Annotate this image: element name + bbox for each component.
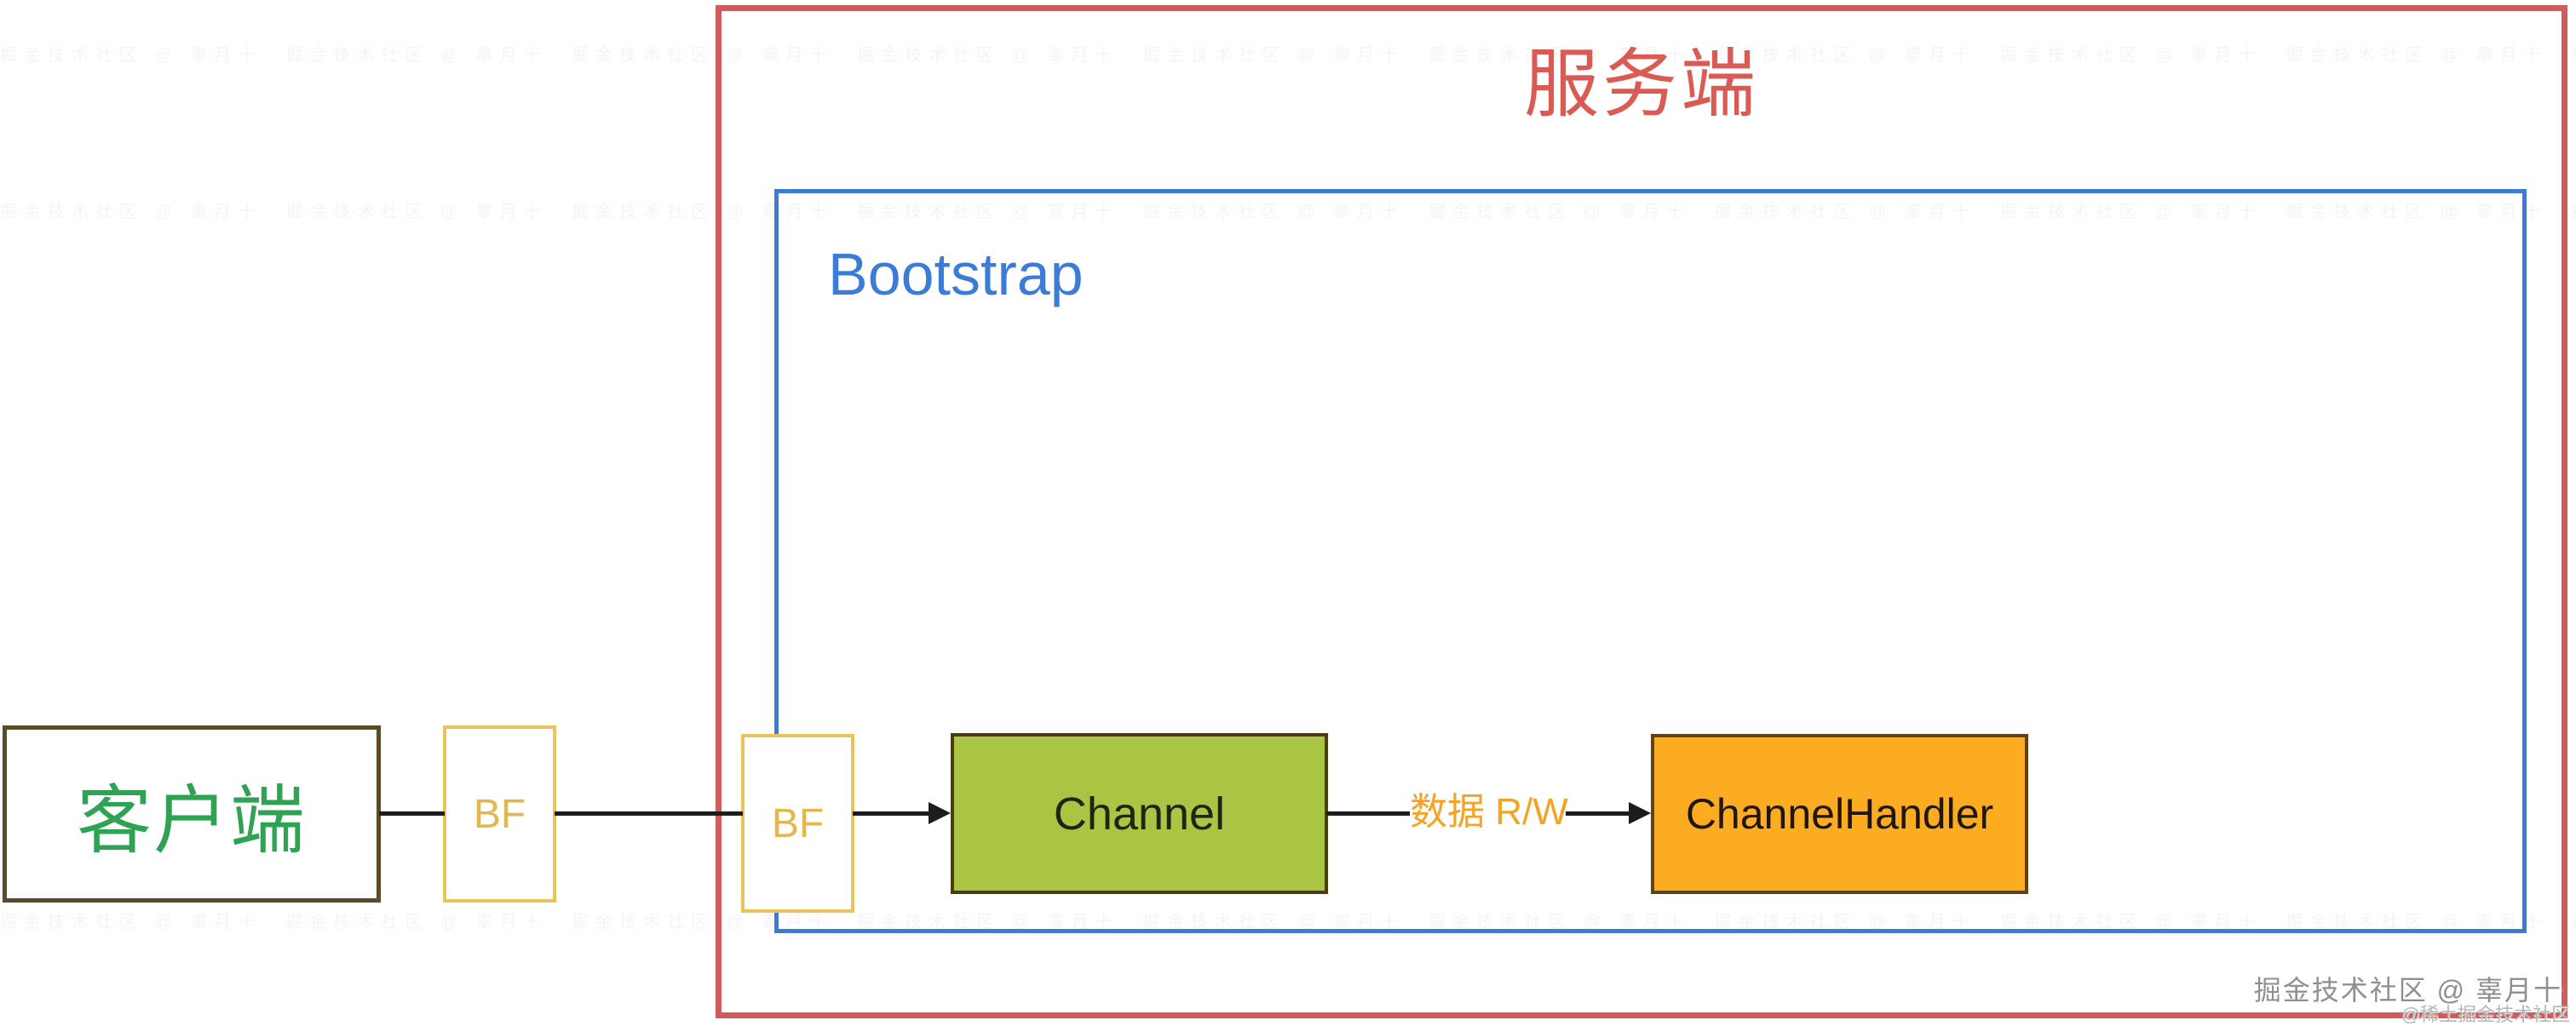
server-frame	[716, 5, 2567, 1018]
arrowhead-into-channel-icon	[929, 802, 951, 824]
bootstrap-frame	[774, 189, 2527, 933]
watermark-credit: 掘金技术社区 @ 辜月十	[2253, 975, 2562, 1006]
client-node-label: 客户端	[76, 777, 307, 863]
connector-label-to-handler	[1566, 811, 1630, 816]
client-node: 客户端	[3, 725, 381, 903]
buffer-node-right-label: BF	[771, 800, 825, 846]
connector-bf-to-bf	[555, 811, 743, 816]
faint-watermark-band: 掘金技术社区 @ 辜月十 掘金技术社区 @ 辜月十 掘金技术社区 @ 辜月十 掘…	[0, 203, 2576, 221]
faint-watermark-band: 掘金技术社区 @ 辜月十 掘金技术社区 @ 辜月十 掘金技术社区 @ 辜月十 掘…	[0, 913, 2576, 931]
server-title: 服务端	[1523, 42, 1759, 126]
channel-node-label: Channel	[1053, 788, 1226, 840]
arrowhead-into-channel-handler-icon	[1629, 802, 1651, 824]
buffer-node-left-label: BF	[473, 791, 526, 837]
connector-bf-to-channel	[853, 811, 929, 816]
buffer-node-right: BF	[741, 734, 854, 913]
watermark-community: @稀土掘金技术社区	[2401, 1004, 2570, 1025]
channel-handler-node: ChannelHandler	[1651, 734, 2028, 894]
connector-channel-to-label	[1326, 811, 1410, 816]
faint-watermark-band: 掘金技术社区 @ 辜月十 掘金技术社区 @ 辜月十 掘金技术社区 @ 辜月十 掘…	[0, 46, 2576, 65]
bootstrap-label: Bootstrap	[828, 241, 1084, 307]
channel-node: Channel	[951, 733, 1328, 894]
channel-handler-node-label: ChannelHandler	[1685, 790, 1994, 838]
buffer-node-left: BF	[443, 725, 556, 903]
connector-client-to-bf	[379, 811, 445, 816]
data-rw-label: 数据 R/W	[1410, 791, 1568, 833]
